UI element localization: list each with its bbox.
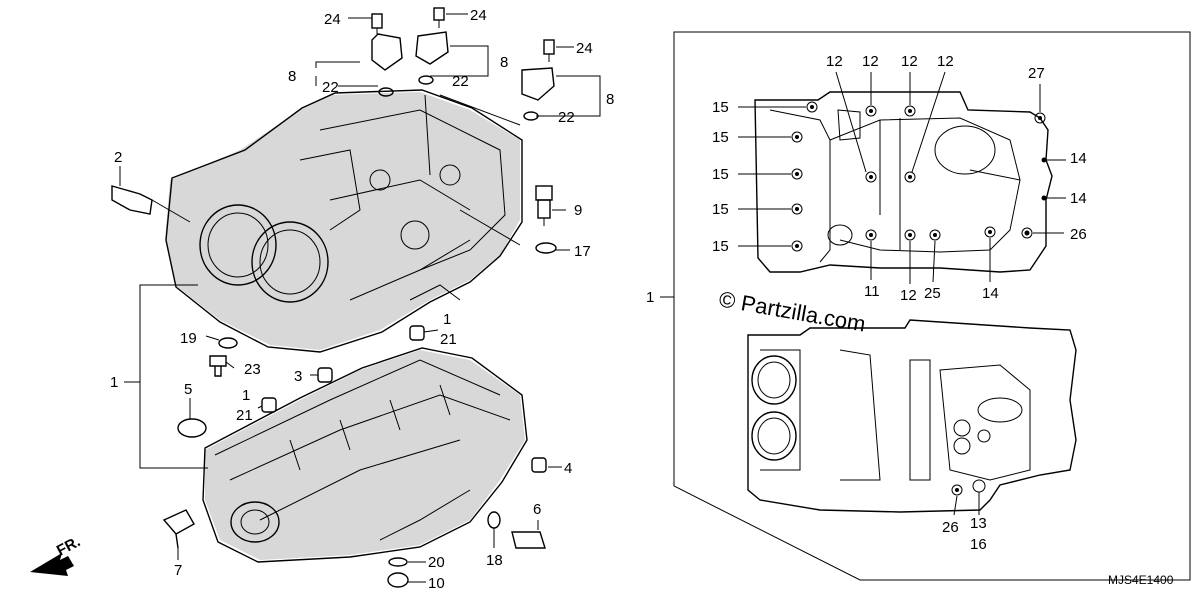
lower-crankcase — [202, 347, 528, 563]
front-arrow-icon — [30, 553, 74, 576]
callout-15b: 15 — [712, 129, 729, 146]
callout-19: 19 — [180, 330, 197, 347]
callout-25: 25 — [924, 285, 941, 302]
right-leader-lines — [738, 71, 1066, 516]
callout-12a: 12 — [826, 53, 843, 70]
bolt-markers-bottom — [951, 479, 986, 496]
crankcase-bottom-view — [747, 319, 1077, 513]
left-leader-lines — [119, 13, 601, 583]
upper-crankcase — [165, 89, 523, 353]
bolt-markers-top — [791, 101, 1047, 252]
sensor-right — [521, 39, 555, 121]
callout-23: 23 — [244, 361, 261, 378]
callout-14b: 14 — [1070, 190, 1087, 207]
plug-5 — [177, 418, 207, 438]
callout-8b: 8 — [500, 54, 508, 71]
callout-14c: 14 — [982, 285, 999, 302]
sensor-middle — [415, 7, 449, 85]
callout-5: 5 — [184, 381, 192, 398]
callout-8a: 8 — [288, 68, 296, 85]
callout-15e: 15 — [712, 238, 729, 255]
oil-pressure-switch — [535, 185, 557, 254]
bracket-part — [111, 185, 153, 215]
callout-10: 10 — [428, 575, 445, 592]
callout-1b: 1 — [242, 387, 250, 404]
callout-24c: 24 — [576, 40, 593, 57]
bolt-23 — [209, 355, 227, 377]
callout-13: 13 — [970, 515, 987, 532]
callout-16: 16 — [970, 536, 987, 553]
dowel-pin-lower — [261, 397, 277, 413]
callout-26b: 26 — [942, 519, 959, 536]
callout-21b: 21 — [236, 407, 253, 424]
washer-19 — [218, 337, 238, 349]
callout-9: 9 — [574, 202, 582, 219]
callout-8c: 8 — [606, 91, 614, 108]
diagram-code: MJS4E1400 — [1108, 573, 1174, 587]
detail-frame — [673, 31, 1191, 581]
callout-15a: 15 — [712, 99, 729, 116]
callout-12d: 12 — [937, 53, 954, 70]
callout-26a: 26 — [1070, 226, 1087, 243]
callout-20: 20 — [428, 554, 445, 571]
callout-6: 6 — [533, 501, 541, 518]
callout-14a: 14 — [1070, 150, 1087, 167]
callout-7: 7 — [174, 562, 182, 579]
callout-24a: 24 — [324, 11, 341, 28]
collar-3 — [317, 367, 333, 383]
callout-3: 3 — [294, 368, 302, 385]
callout-22a: 22 — [322, 79, 339, 96]
callout-22b: 22 — [452, 73, 469, 90]
collar-4 — [531, 457, 547, 473]
callout-22c: 22 — [558, 109, 575, 126]
callout-12b: 12 — [862, 53, 879, 70]
callout-27: 27 — [1028, 65, 1045, 82]
drain-plug-10 — [387, 572, 409, 588]
callout-labels: 24 24 24 8 22 8 22 8 22 2 9 17 1 1 21 19… — [110, 7, 1087, 592]
switch-7 — [162, 509, 195, 549]
washer-20 — [388, 557, 408, 567]
callout-1-left: 1 — [110, 374, 118, 391]
dowel-pin-upper — [409, 325, 425, 341]
callout-15c: 15 — [712, 166, 729, 183]
washer-18 — [487, 511, 501, 529]
callout-1-right: 1 — [646, 289, 654, 306]
callout-24b: 24 — [470, 7, 487, 24]
callout-15d: 15 — [712, 201, 729, 218]
callout-18: 18 — [486, 552, 503, 569]
callout-21a: 21 — [440, 331, 457, 348]
callout-12e: 12 — [900, 287, 917, 304]
watermark: © Partzilla.com — [717, 286, 867, 336]
sensor-6 — [511, 531, 546, 549]
callout-17: 17 — [574, 243, 591, 260]
crankcase-top-view — [754, 91, 1053, 273]
callout-2: 2 — [114, 149, 122, 166]
callout-4: 4 — [564, 460, 572, 477]
sensor-left — [371, 13, 403, 97]
callout-11: 11 — [864, 283, 880, 300]
callout-1a: 1 — [443, 311, 451, 328]
callout-12c: 12 — [901, 53, 918, 70]
